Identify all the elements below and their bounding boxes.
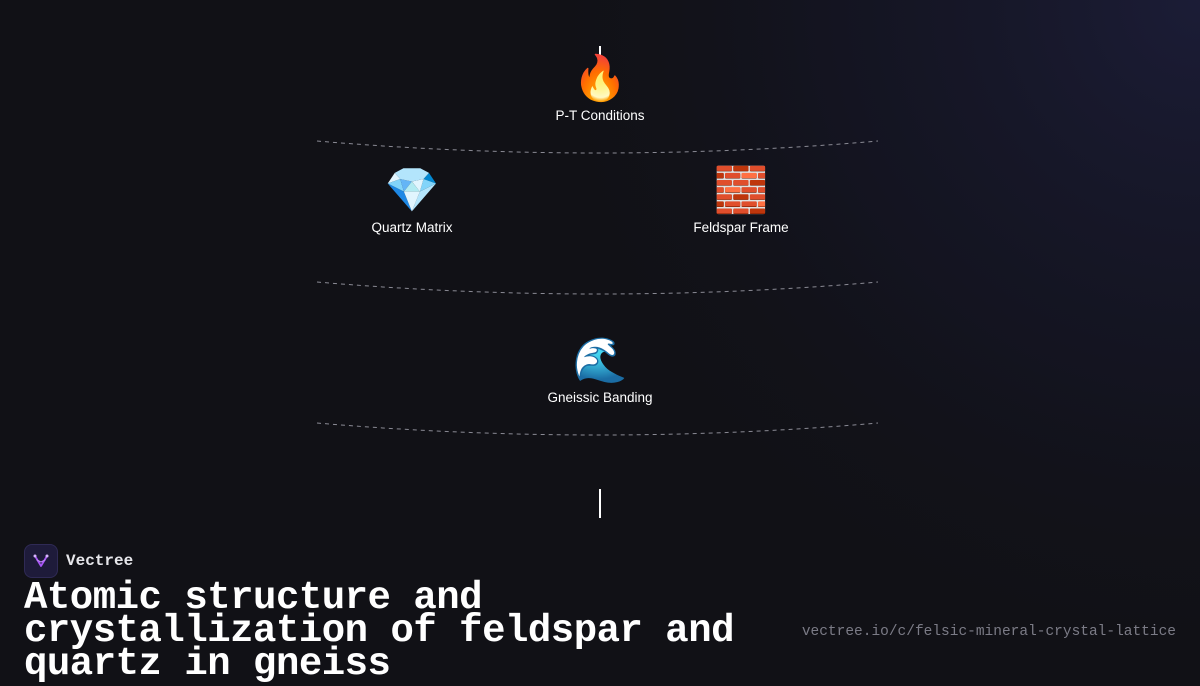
brick-icon: 🧱	[713, 165, 769, 216]
page-url[interactable]: vectree.io/c/felsic-mineral-crystal-latt…	[801, 624, 1176, 640]
layer-separator-3	[316, 422, 879, 436]
node-pt-conditions: 🔥 P-T Conditions	[500, 53, 700, 124]
fire-icon: 🔥	[572, 53, 628, 104]
gem-icon: 💎	[384, 165, 440, 216]
node-label: P-T Conditions	[555, 108, 645, 123]
node-gneissic-banding: 🌊 Gneissic Banding	[500, 335, 700, 406]
node-feldspar-frame: 🧱 Feldspar Frame	[641, 165, 841, 236]
vectree-logo-icon	[24, 544, 58, 578]
node-label: Quartz Matrix	[371, 220, 453, 235]
node-quartz-matrix: 💎 Quartz Matrix	[312, 165, 512, 236]
layer-separator-2	[316, 281, 879, 295]
page-title: Atomic structure and crystallization of …	[24, 576, 735, 686]
brand[interactable]: Vectree	[24, 544, 133, 578]
brand-name: Vectree	[66, 552, 134, 570]
node-label: Gneissic Banding	[547, 390, 653, 405]
node-label: Feldspar Frame	[693, 220, 789, 235]
wave-icon: 🌊	[572, 335, 628, 386]
layer-separator-1	[316, 140, 879, 154]
